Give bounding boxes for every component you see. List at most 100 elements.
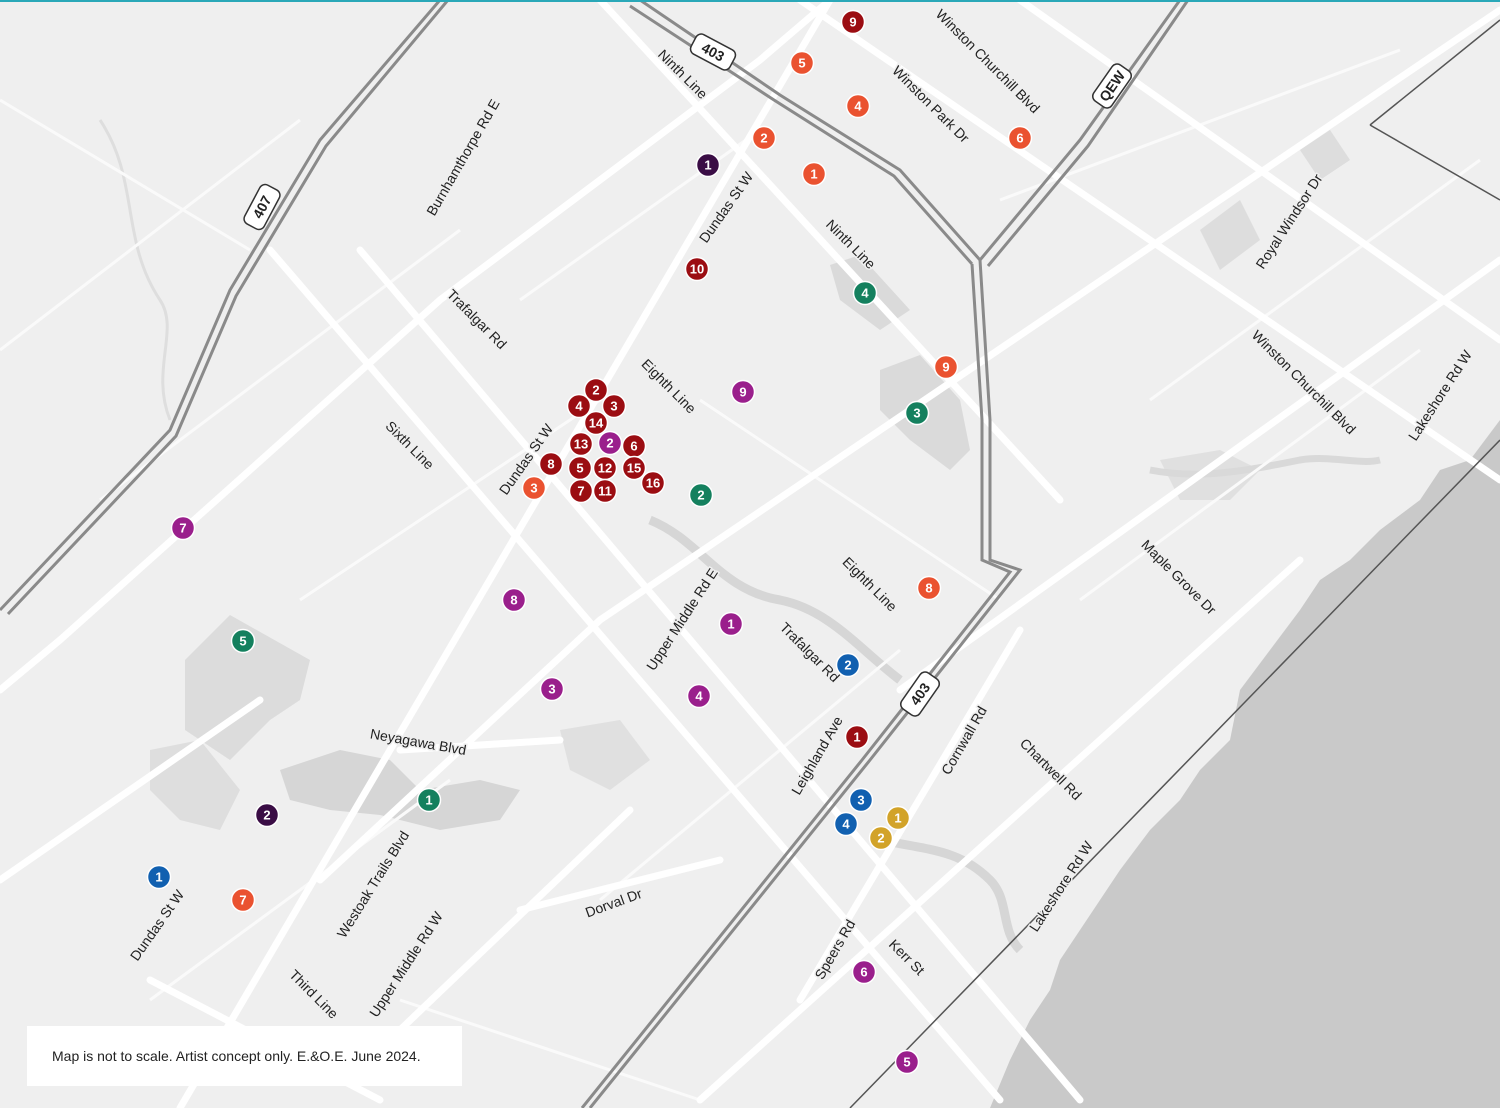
map-marker[interactable]: 2 (868, 825, 894, 851)
map-marker-dot (566, 393, 592, 419)
lake-ontario (990, 420, 1500, 1108)
map-marker-number: 5 (903, 1055, 910, 1070)
map-marker-dot (583, 377, 609, 403)
map-marker[interactable]: 10 (684, 256, 710, 282)
top-accent-line (0, 0, 1500, 2)
map-marker-number: 1 (853, 730, 860, 745)
map-marker[interactable]: 3 (539, 676, 565, 702)
map-marker[interactable]: 12 (592, 455, 618, 481)
map-marker[interactable]: 2 (254, 802, 280, 828)
map-marker[interactable]: 6 (621, 433, 647, 459)
map-marker[interactable]: 16 (640, 470, 666, 496)
map-marker-dot (688, 482, 714, 508)
highway-403-south (588, 259, 1023, 1108)
map-marker-number: 16 (646, 476, 660, 491)
map-marker-dot (718, 611, 744, 637)
map-marker-number: 14 (589, 416, 604, 431)
map-marker-number: 1 (894, 811, 901, 826)
rail-line (849, 439, 1500, 1108)
map-marker[interactable]: 11 (592, 478, 618, 504)
map-marker-dot (730, 379, 756, 405)
park-area (280, 750, 520, 830)
map-marker-number: 2 (760, 131, 767, 146)
map-marker-number: 3 (530, 481, 537, 496)
map-marker-dot (521, 475, 547, 501)
rail-line (1369, 19, 1500, 126)
map-marker[interactable]: 3 (848, 787, 874, 813)
map-marker[interactable]: 2 (751, 125, 777, 151)
map-marker[interactable]: 3 (521, 475, 547, 501)
map-marker[interactable]: 7 (230, 887, 256, 913)
map-marker-dot (916, 575, 942, 601)
map-marker[interactable]: 7 (170, 515, 196, 541)
map-marker-dot (539, 676, 565, 702)
map-marker-dot (621, 455, 647, 481)
map-marker[interactable]: 2 (583, 377, 609, 403)
map-marker[interactable]: 1 (718, 611, 744, 637)
map-marker[interactable]: 2 (688, 482, 714, 508)
map-marker-dot (597, 430, 623, 456)
map-marker[interactable]: 8 (501, 587, 527, 613)
map-marker-dot (170, 515, 196, 541)
map-marker[interactable]: 4 (686, 683, 712, 709)
map-marker[interactable]: 4 (833, 811, 859, 837)
map-marker[interactable]: 1 (844, 724, 870, 750)
map-marker[interactable]: 3 (601, 393, 627, 419)
map-marker-dot (230, 887, 256, 913)
map-marker-number: 9 (739, 385, 746, 400)
map-marker-number: 2 (263, 808, 270, 823)
map-marker-number: 3 (857, 793, 864, 808)
map-marker[interactable]: 2 (597, 430, 623, 456)
map-marker[interactable]: 4 (845, 93, 871, 119)
map-marker[interactable]: 1 (146, 864, 172, 890)
map-marker[interactable]: 2 (835, 652, 861, 678)
map-marker[interactable]: 3 (904, 400, 930, 426)
map-marker[interactable]: 8 (538, 451, 564, 477)
map-marker[interactable]: 6 (1007, 125, 1033, 151)
map-marker-dot (592, 478, 618, 504)
map-marker[interactable]: 9 (730, 379, 756, 405)
map-marker[interactable]: 9 (933, 354, 959, 380)
map-marker[interactable]: 6 (851, 959, 877, 985)
map-marker-number: 1 (704, 158, 711, 173)
map-marker[interactable]: 15 (621, 455, 647, 481)
highway-shield-badge (689, 33, 737, 71)
map-marker-dot (844, 724, 870, 750)
map-marker-dot (848, 787, 874, 813)
map-marker[interactable]: 4 (566, 393, 592, 419)
map-marker-dot (894, 1049, 920, 1075)
map-marker[interactable]: 9 (840, 9, 866, 35)
map-marker-dot (568, 431, 594, 457)
map-marker[interactable]: 1 (801, 161, 827, 187)
map-marker-number: 2 (592, 383, 599, 398)
map-marker[interactable]: 5 (894, 1049, 920, 1075)
map-marker-dot (640, 470, 666, 496)
map-marker-dot (1007, 125, 1033, 151)
map-marker[interactable]: 5 (230, 628, 256, 654)
map-marker[interactable]: 1 (416, 787, 442, 813)
park-area (1200, 200, 1260, 270)
map-marker[interactable]: 1 (695, 152, 721, 178)
map-marker[interactable]: 1 (885, 805, 911, 831)
map-marker[interactable]: 5 (567, 455, 593, 481)
map-marker-number: 6 (860, 965, 867, 980)
map-marker[interactable]: 14 (583, 410, 609, 436)
map-marker-number: 7 (179, 521, 186, 536)
highway-qew (986, 0, 1190, 267)
map-marker[interactable]: 13 (568, 431, 594, 457)
map-marker[interactable]: 8 (916, 575, 942, 601)
map-marker-dot (501, 587, 527, 613)
map-marker-number: 11 (598, 484, 612, 499)
map-marker[interactable]: 7 (568, 478, 594, 504)
creek (879, 835, 1024, 954)
map-marker[interactable]: 5 (789, 50, 815, 76)
map-marker-dot (833, 811, 859, 837)
map-marker-number: 4 (695, 689, 703, 704)
map-marker-number: 1 (425, 793, 432, 808)
map-marker-number: 7 (577, 484, 584, 499)
map-marker-number: 2 (844, 658, 851, 673)
map-marker[interactable]: 4 (852, 280, 878, 306)
map-marker-dot (254, 802, 280, 828)
